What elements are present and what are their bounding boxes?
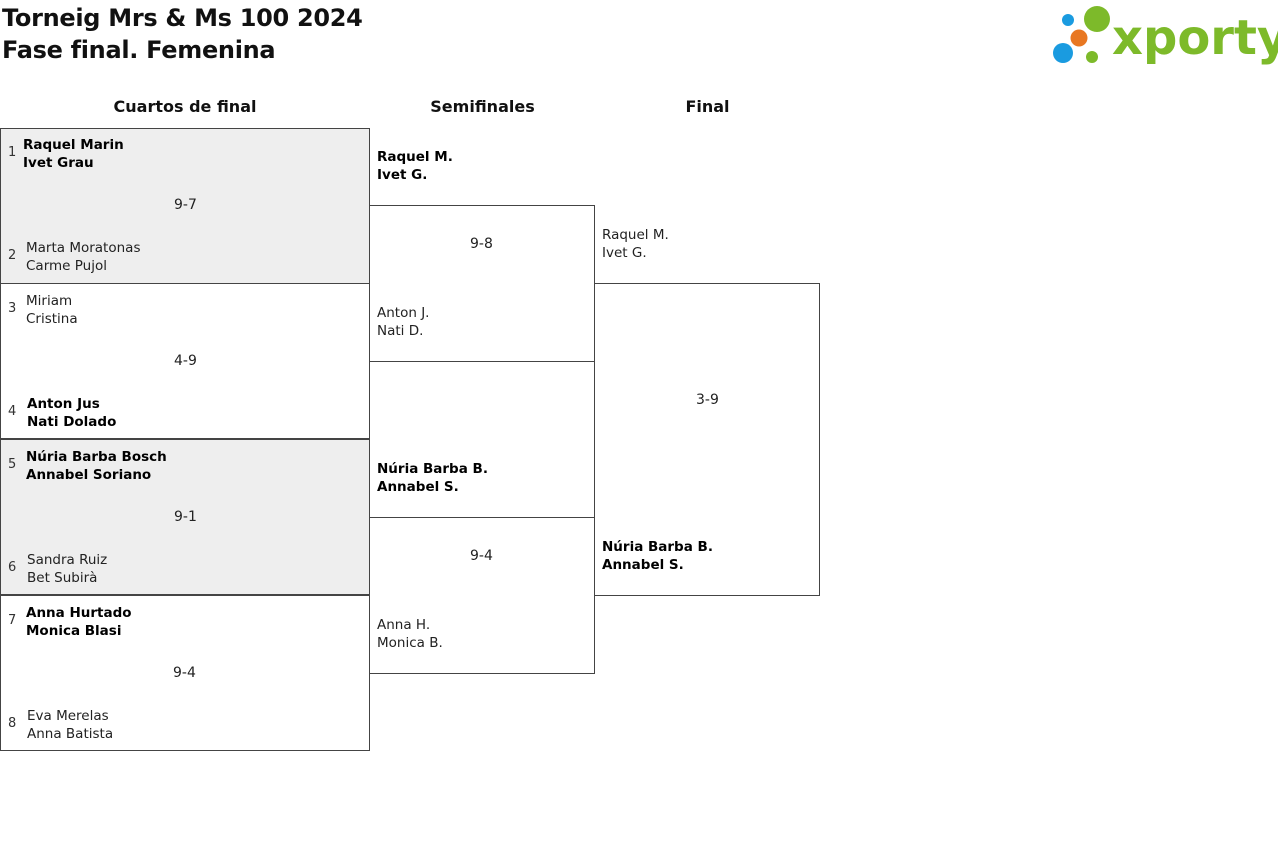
player-name: Sandra Ruiz (27, 552, 108, 568)
player-name: Nati D. (377, 323, 424, 339)
match-score: 9-4 (470, 548, 493, 564)
seed-number: 1 (8, 145, 17, 160)
player-name: Cristina (26, 311, 78, 327)
player-name: Ivet G. (377, 167, 428, 183)
player-name: Núria Barba Bosch (26, 449, 167, 465)
player-name: Monica Blasi (26, 623, 122, 639)
team-winner: Raquel M. Ivet G. (377, 148, 453, 184)
team-winner: Núria Barba Bosch Annabel Soriano (26, 448, 167, 484)
match-score: 9-4 (173, 665, 196, 681)
player-name: Miriam (26, 293, 73, 309)
team-loser: Eva Merelas Anna Batista (27, 707, 113, 743)
seed-number: 3 (8, 301, 17, 316)
player-name: Annabel S. (602, 557, 684, 573)
match-score: 9-8 (470, 236, 493, 252)
team-loser: Anna H. Monica B. (377, 616, 443, 652)
player-name: Núria Barba B. (602, 539, 713, 555)
team-loser: Raquel M. Ivet G. (602, 226, 669, 262)
player-name: Raquel M. (377, 149, 453, 165)
player-name: Ivet G. (602, 245, 647, 261)
player-name: Eva Merelas (27, 708, 109, 724)
seed-number: 4 (8, 404, 17, 419)
seed-number: 2 (8, 248, 17, 263)
xporty-logo-text: xporty (1112, 10, 1278, 66)
team-loser: Sandra Ruiz Bet Subirà (27, 551, 107, 587)
tournament-title: Torneig Mrs & Ms 100 2024 (2, 4, 363, 32)
player-name: Annabel Soriano (26, 467, 152, 483)
player-name: Anna Batista (27, 726, 114, 742)
match-score: 4-9 (174, 353, 197, 369)
quarterfinal-match-3 (0, 439, 370, 595)
seed-number: 5 (8, 457, 17, 472)
xporty-logo: xporty (1050, 4, 1280, 68)
player-name: Raquel M. (602, 227, 669, 243)
player-name: Anna H. (377, 617, 431, 633)
xporty-logo-dots-icon: xporty (1053, 6, 1280, 66)
team-loser: Anton J. Nati D. (377, 304, 429, 340)
player-name: Anna Hurtado (26, 605, 132, 621)
seed-number: 8 (8, 716, 17, 731)
player-name: Annabel S. (377, 479, 459, 495)
match-score: 9-7 (174, 197, 197, 213)
player-name: Ivet Grau (23, 155, 94, 171)
match-score: 9-1 (174, 509, 197, 525)
round-header-final: Final (685, 97, 730, 116)
final-match (594, 283, 820, 596)
team-loser: Marta Moratonas Carme Pujol (26, 239, 140, 275)
player-name: Marta Moratonas (26, 240, 141, 256)
player-name: Monica B. (377, 635, 443, 651)
player-name: Bet Subirà (27, 570, 98, 586)
seed-number: 6 (8, 560, 17, 575)
quarterfinal-match-1 (0, 128, 370, 284)
player-name: Anton Jus (27, 396, 100, 412)
round-header-semifinals: Semifinales (430, 97, 535, 116)
player-name: Anton J. (377, 305, 430, 321)
team-winner: Anton Jus Nati Dolado (27, 395, 116, 431)
player-name: Carme Pujol (26, 258, 107, 274)
team-winner: Raquel Marin Ivet Grau (23, 136, 124, 172)
player-name: Núria Barba B. (377, 461, 488, 477)
team-winner: Anna Hurtado Monica Blasi (26, 604, 132, 640)
round-header-quarterfinals: Cuartos de final (113, 97, 257, 116)
phase-subtitle: Fase final. Femenina (2, 36, 276, 64)
team-winner: Núria Barba B. Annabel S. (602, 538, 713, 574)
team-loser: Miriam Cristina (26, 292, 78, 328)
team-winner: Núria Barba B. Annabel S. (377, 460, 488, 496)
match-score: 3-9 (696, 392, 719, 408)
seed-number: 7 (8, 613, 17, 628)
player-name: Raquel Marin (23, 137, 124, 153)
player-name: Nati Dolado (27, 414, 117, 430)
